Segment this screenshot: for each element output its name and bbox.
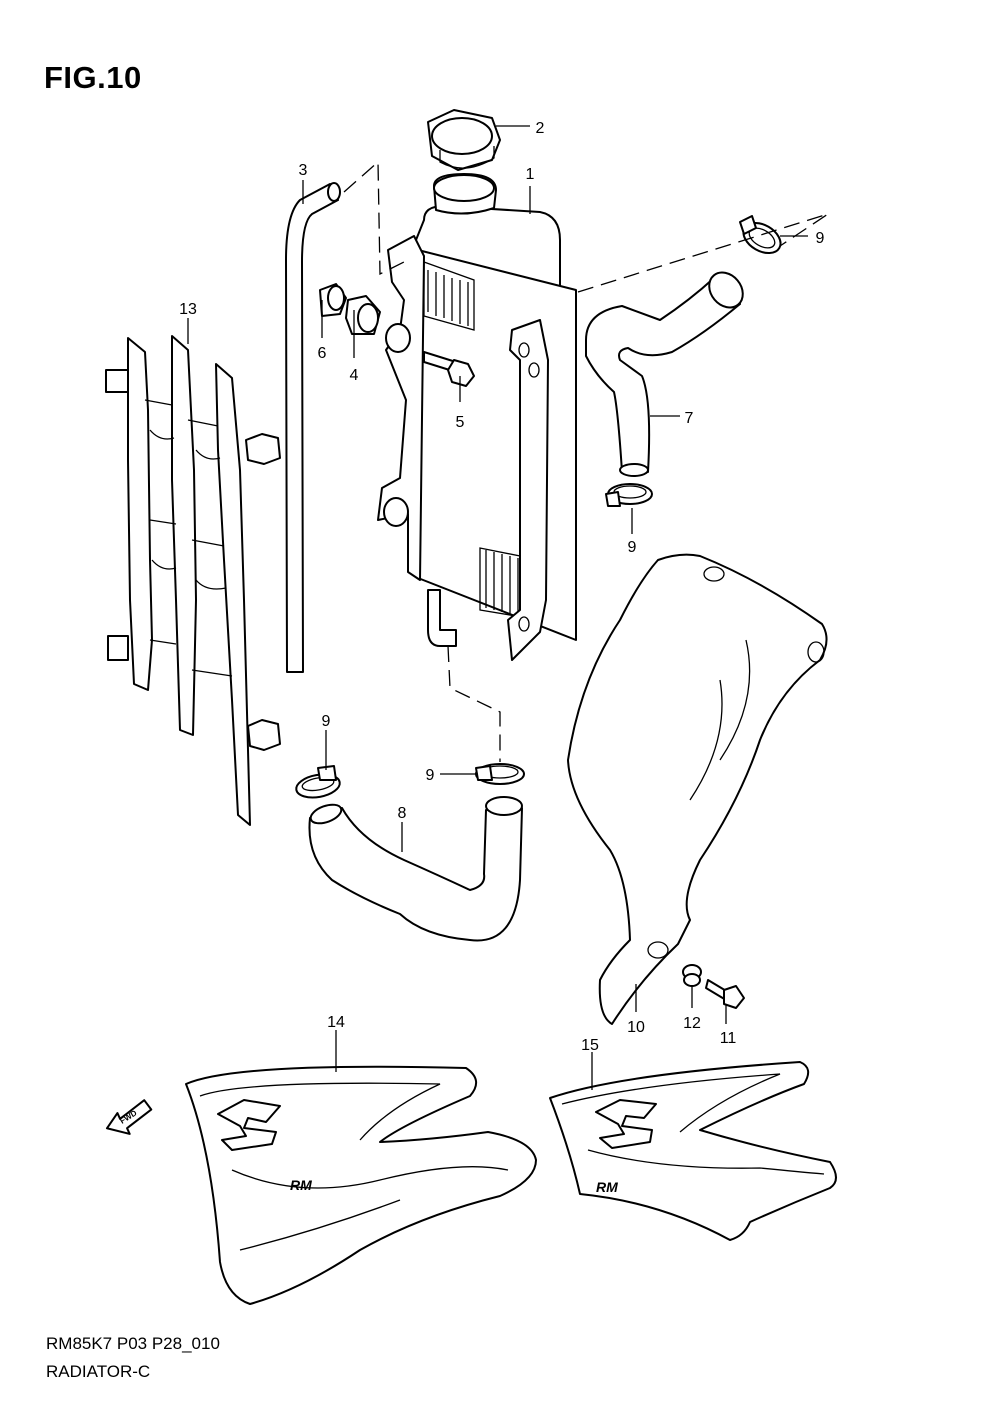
- callout-numbers: 2 1 3 13 6 4 5 9 7 9 9 9 8 10 12 11 14 1…: [179, 120, 824, 1054]
- radiator-grommet[interactable]: [345, 295, 381, 335]
- radiator-louver[interactable]: [105, 335, 281, 826]
- lower-radiator-hose[interactable]: [308, 796, 523, 942]
- upper-radiator-hose[interactable]: [585, 266, 750, 477]
- cover-bolt[interactable]: [705, 979, 745, 1009]
- overflow-tube[interactable]: [285, 182, 341, 673]
- hose-clamp-lower-right[interactable]: [475, 763, 525, 785]
- right-decal-logo: RM: [596, 1179, 618, 1195]
- callout-12: 12: [683, 1015, 701, 1032]
- callout-13: 13: [179, 301, 197, 318]
- reference-lines: [343, 160, 829, 762]
- figure-code: RM85K7 P03 P28_010: [46, 1334, 220, 1353]
- callout-8: 8: [398, 805, 407, 822]
- forward-arrow-icon: FWD: [105, 1099, 153, 1135]
- callout-4: 4: [350, 367, 359, 384]
- radiator-cover[interactable]: [567, 553, 828, 1025]
- leader-lines: [187, 125, 808, 1090]
- left-decal-logo: RM: [290, 1177, 312, 1193]
- cover-washer[interactable]: [682, 964, 702, 987]
- hose-clamp-lower-left[interactable]: [294, 765, 341, 801]
- radiator-cap[interactable]: [427, 109, 501, 171]
- callout-9-lower-left: 9: [322, 713, 331, 730]
- figure-title: FIG.10: [44, 60, 142, 95]
- radiator[interactable]: [377, 173, 577, 661]
- callout-5: 5: [456, 414, 465, 431]
- callout-2: 2: [536, 120, 545, 137]
- radiator-bolt[interactable]: [423, 351, 475, 387]
- radiator-cushion[interactable]: [319, 283, 347, 317]
- callout-9-upper-left: 9: [628, 539, 637, 556]
- callout-6: 6: [318, 345, 327, 362]
- hose-clamp-upper-left[interactable]: [605, 483, 653, 507]
- callout-3: 3: [299, 162, 308, 179]
- callout-14: 14: [327, 1014, 345, 1031]
- callout-1: 1: [526, 166, 535, 183]
- callout-9-upper-right: 9: [816, 230, 825, 247]
- callout-11: 11: [720, 1030, 737, 1047]
- shroud-decal-right[interactable]: RM: [549, 1061, 837, 1241]
- hose-clamp-upper-right[interactable]: [738, 215, 786, 259]
- figure-name: RADIATOR-C: [46, 1362, 151, 1381]
- callout-7: 7: [685, 410, 694, 427]
- shroud-decal-left[interactable]: RM: [185, 1065, 537, 1305]
- callout-10: 10: [627, 1019, 645, 1036]
- callout-15: 15: [581, 1037, 599, 1054]
- callout-9-lower-right: 9: [426, 767, 435, 784]
